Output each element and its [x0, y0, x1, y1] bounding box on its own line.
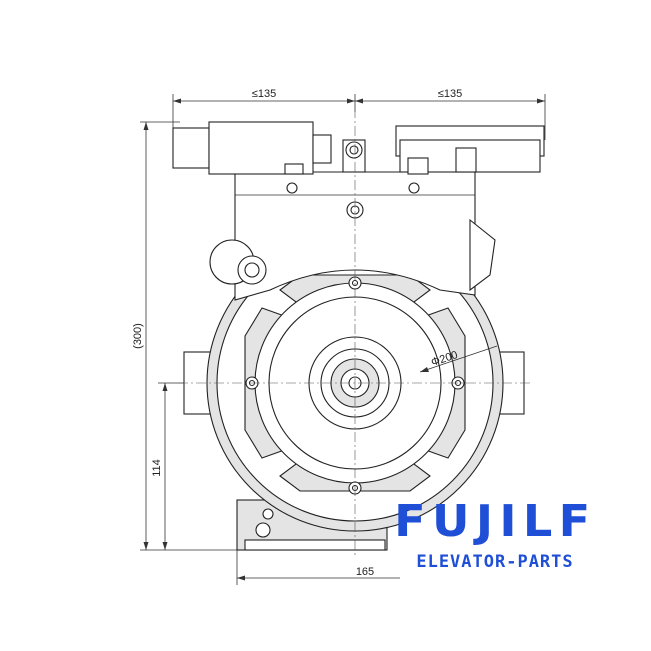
base-bolt	[255, 522, 271, 538]
frame-screw-right	[408, 182, 420, 194]
encoder-box	[172, 121, 332, 175]
left-dimensions: (300) 114	[132, 121, 240, 551]
terminal-box	[395, 125, 545, 175]
top-dimension: ≤135 ≤135	[172, 88, 546, 140]
dim-total-height: (300)	[132, 323, 144, 349]
brand-name: FUJILF	[393, 496, 597, 547]
frame-screw-left	[286, 182, 298, 194]
dim-axis-height: 114	[151, 459, 163, 477]
dim-right-width: ≤135	[438, 88, 462, 100]
base-foot	[244, 539, 386, 551]
brand-tagline: ELEVATOR-PARTS	[416, 552, 574, 572]
dim-left-width: ≤135	[252, 88, 276, 100]
bottom-dimension: 165	[236, 550, 400, 585]
dim-base-width: 165	[356, 566, 374, 578]
brand-logo: FUJILF ELEVATOR-PARTS	[380, 496, 610, 573]
lifting-eye	[342, 139, 366, 173]
brake-lever	[469, 218, 496, 292]
base-nut	[262, 508, 274, 520]
